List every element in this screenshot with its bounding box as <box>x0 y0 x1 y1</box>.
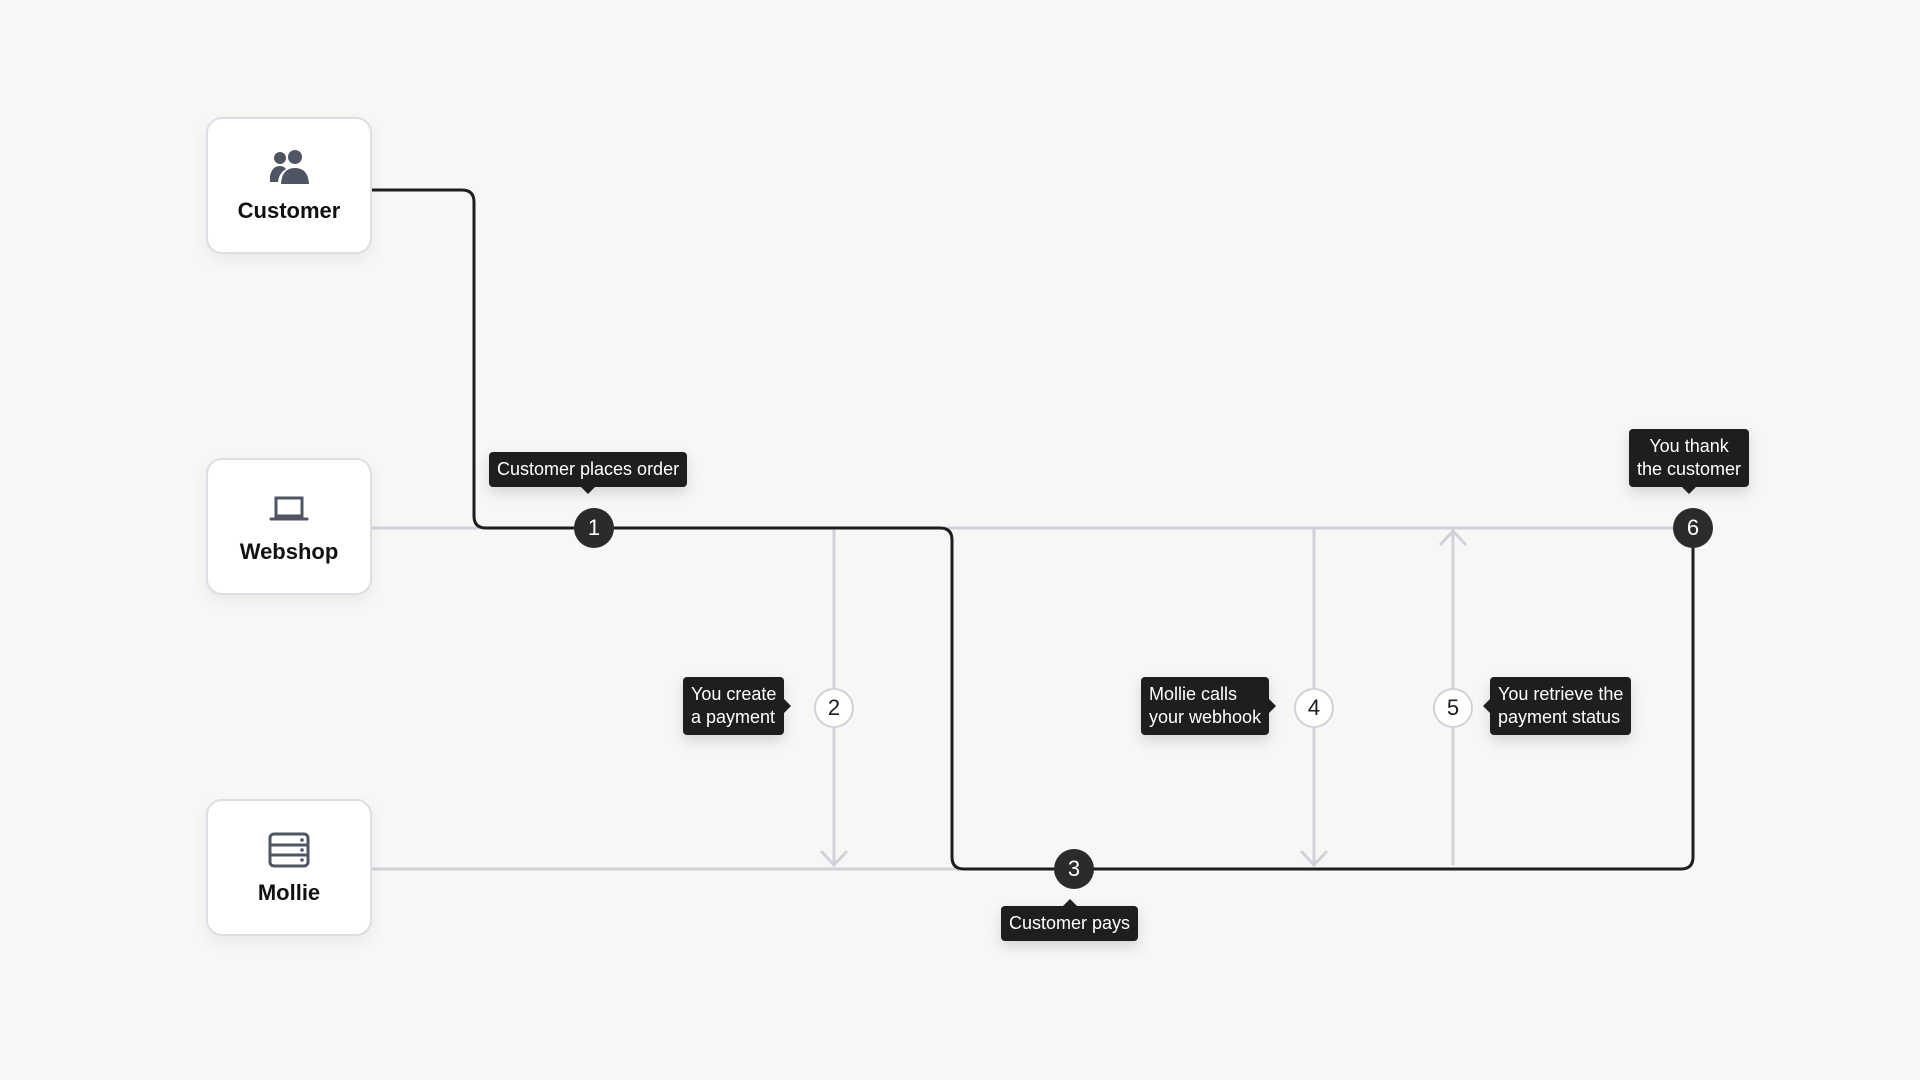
step-badge-2: 2 <box>814 688 854 728</box>
actor-customer: Customer <box>206 117 372 254</box>
tooltip-line: your webhook <box>1149 707 1262 727</box>
step-2-tooltip: You create a payment <box>683 677 792 735</box>
step-5-tooltip: You retrieve the payment status <box>1482 677 1632 735</box>
tooltip-line: a payment <box>691 707 776 727</box>
step-number: 3 <box>1067 856 1081 881</box>
tooltip-line: Mollie calls <box>1149 684 1238 704</box>
actor-label: Customer <box>237 197 341 223</box>
tooltip-line: You thank <box>1649 436 1729 456</box>
step-3-tooltip: Customer pays <box>1001 899 1139 941</box>
step-1-tooltip: Customer places order <box>489 452 688 494</box>
tooltip-line: Customer places order <box>497 459 680 479</box>
server-icon <box>267 830 311 870</box>
step-badge-3: 3 <box>1054 849 1094 889</box>
step-number: 1 <box>587 515 601 540</box>
users-icon <box>267 148 311 188</box>
actor-mollie: Mollie <box>206 799 372 936</box>
step-badge-5: 5 <box>1433 688 1473 728</box>
actor-webshop: Webshop <box>206 458 372 595</box>
step-badge-1: 1 <box>574 508 614 548</box>
step-6-tooltip: You thank the customer <box>1629 429 1750 494</box>
tooltip-line: Customer pays <box>1009 913 1131 933</box>
step-number: 4 <box>1307 695 1321 720</box>
step-number: 2 <box>827 695 841 720</box>
step-number: 6 <box>1686 515 1700 540</box>
laptop-icon <box>267 489 311 529</box>
tooltip-line: the customer <box>1637 459 1742 479</box>
step-badge-6: 6 <box>1673 508 1713 548</box>
actor-label: Mollie <box>257 879 321 905</box>
main-flow-path <box>372 188 1695 871</box>
tooltip-line: You retrieve the <box>1498 684 1624 704</box>
step-4-tooltip: Mollie calls your webhook <box>1141 677 1277 735</box>
tooltip-line: You create <box>691 684 777 704</box>
step-number: 5 <box>1446 695 1460 720</box>
actor-label: Webshop <box>239 538 339 564</box>
tooltip-line: payment status <box>1498 707 1621 727</box>
step-badge-4: 4 <box>1294 688 1334 728</box>
